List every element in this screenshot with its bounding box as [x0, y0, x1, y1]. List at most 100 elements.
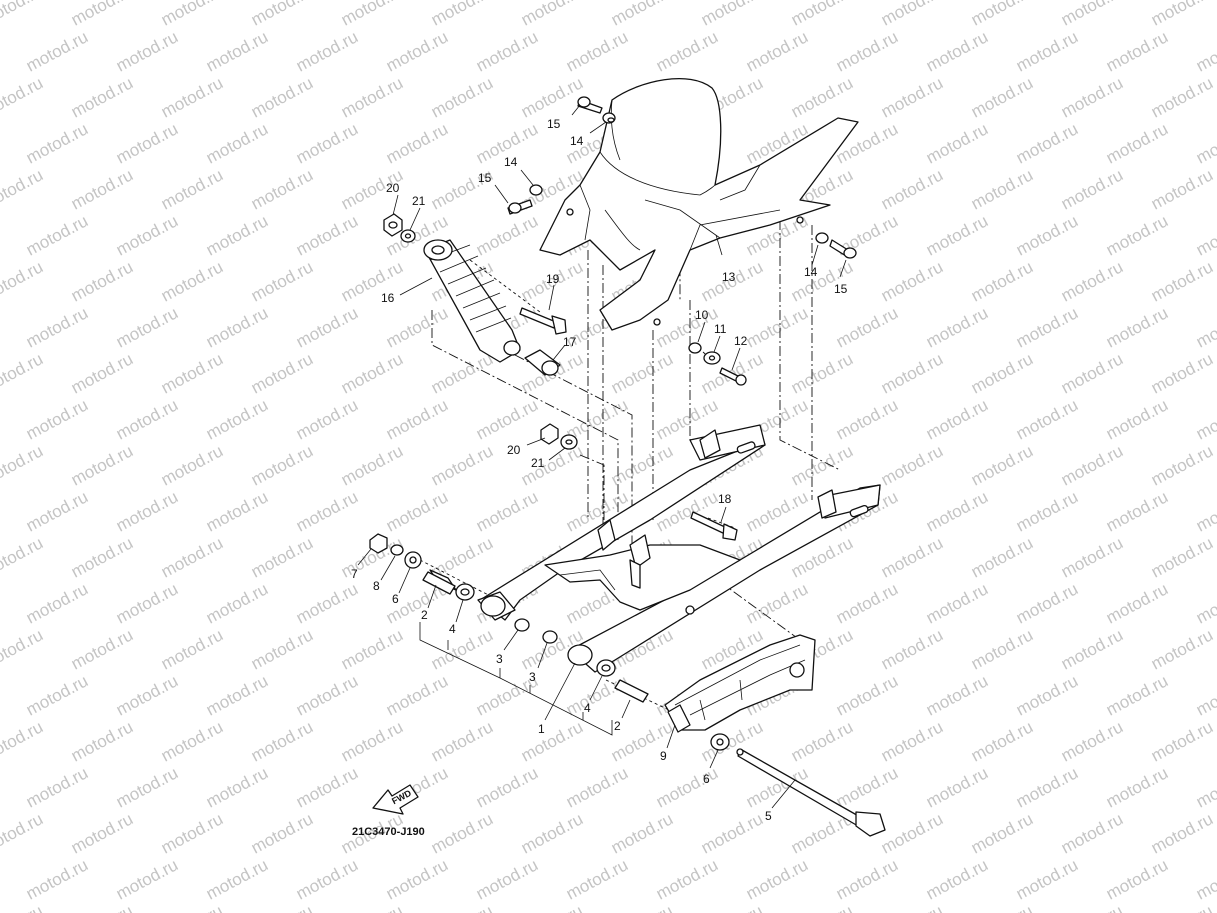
watermark-text: motod.ru	[0, 395, 1, 443]
watermark-text: motod.ru	[968, 441, 1036, 489]
watermark-text: motod.ru	[293, 303, 361, 351]
watermark-text: motod.ru	[0, 211, 1, 259]
watermark-text: motod.ru	[113, 395, 181, 443]
watermark-text: motod.ru	[0, 901, 46, 913]
watermark-text: motod.ru	[203, 27, 271, 75]
watermark-text: motod.ru	[113, 855, 181, 903]
watermark-text: motod.ru	[1193, 855, 1217, 903]
watermark-text: motod.ru	[0, 119, 1, 167]
watermark-text: motod.ru	[1058, 441, 1126, 489]
watermark-text: motod.ru	[1193, 395, 1217, 443]
watermark-text: motod.ru	[1103, 119, 1171, 167]
watermark-text: motod.ru	[1148, 533, 1216, 581]
watermark-text: motod.ru	[923, 671, 991, 719]
watermark-text: motod.ru	[68, 625, 136, 673]
watermark-text: motod.ru	[23, 119, 91, 167]
leader-lines	[357, 104, 847, 809]
watermark-text: motod.ru	[878, 809, 946, 857]
watermark-text: motod.ru	[338, 717, 406, 765]
watermark-text: motod.ru	[878, 257, 946, 305]
watermark-text: motod.ru	[698, 0, 766, 30]
watermark-text: motod.ru	[608, 349, 676, 397]
watermark-text: motod.ru	[968, 625, 1036, 673]
watermark-text: motod.ru	[203, 395, 271, 443]
watermark-text: motod.ru	[473, 855, 541, 903]
watermark-text: motod.ru	[203, 487, 271, 535]
watermark-text: motod.ru	[968, 717, 1036, 765]
callout-4a: 4	[449, 622, 456, 636]
watermark-text: motod.ru	[788, 349, 856, 397]
watermark-text: motod.ru	[743, 303, 811, 351]
chain-guide	[664, 634, 816, 733]
watermark-text: motod.ru	[1013, 671, 1081, 719]
watermark-text: motod.ru	[428, 441, 496, 489]
watermark-text: motod.ru	[158, 533, 226, 581]
watermark-text: motod.ru	[158, 901, 226, 913]
callout-15a: 15	[547, 117, 561, 131]
watermark-text: motod.ru	[23, 27, 91, 75]
watermark-text: motod.ru	[878, 533, 946, 581]
watermark-text: motod.ru	[428, 717, 496, 765]
callout-21b: 21	[531, 456, 545, 470]
watermark-text: motod.ru	[518, 0, 586, 30]
hardware	[369, 96, 857, 751]
watermark-text: motod.ru	[1148, 0, 1216, 30]
callout-17: 17	[563, 335, 577, 349]
watermark-text: motod.ru	[68, 0, 136, 30]
watermark-text: motod.ru	[113, 211, 181, 259]
watermark-text: motod.ru	[833, 303, 901, 351]
watermark-text: motod.ru	[1058, 349, 1126, 397]
watermark-text: motod.ru	[1013, 27, 1081, 75]
watermark-text: motod.ru	[1013, 855, 1081, 903]
watermark-text: motod.ru	[338, 441, 406, 489]
watermark-text: motod.ru	[158, 441, 226, 489]
callout-15c: 15	[834, 282, 848, 296]
watermark-text: motod.ru	[878, 165, 946, 213]
watermark-text: motod.ru	[878, 717, 946, 765]
callout-labels: 15 14 14 15 20 21 16 19 17 13 10 11 12 1…	[351, 117, 848, 823]
callout-8: 8	[373, 579, 380, 593]
watermark-text: motod.ru	[878, 901, 946, 913]
watermark-text: motod.ru	[1103, 487, 1171, 535]
watermark-text: motod.ru	[0, 671, 1, 719]
callout-3b: 3	[529, 670, 536, 684]
watermark-text: motod.ru	[248, 717, 316, 765]
watermark-text: motod.ru	[1058, 809, 1126, 857]
watermark-text: motod.ru	[788, 717, 856, 765]
watermark-text: motod.ru	[743, 579, 811, 627]
watermark-text: motod.ru	[383, 855, 451, 903]
watermark-text: motod.ru	[158, 625, 226, 673]
watermark-text: motod.ru	[653, 763, 721, 811]
watermark-text: motod.ru	[473, 211, 541, 259]
watermark-text: motod.ru	[23, 487, 91, 535]
watermark-text: motod.ru	[68, 809, 136, 857]
watermark-text: motod.ru	[1193, 119, 1217, 167]
callout-11: 11	[714, 322, 727, 336]
callout-7: 7	[351, 567, 358, 581]
watermark-text: motod.ru	[1013, 211, 1081, 259]
watermark-text: motod.ru	[788, 73, 856, 121]
watermark-text: motod.ru	[608, 0, 676, 30]
watermark-text: motod.ru	[203, 211, 271, 259]
watermark-text: motod.ru	[518, 901, 586, 913]
watermark-text: motod.ru	[923, 303, 991, 351]
callout-6a: 6	[392, 592, 399, 606]
watermark-text: motod.ru	[68, 901, 136, 913]
watermark-text: motod.ru	[0, 763, 1, 811]
swingarm	[477, 424, 881, 673]
watermark-text: motod.ru	[1103, 855, 1171, 903]
callout-4b: 4	[584, 701, 591, 715]
callout-19: 19	[546, 272, 560, 286]
watermark-text: motod.ru	[0, 809, 46, 857]
callout-21a: 21	[412, 194, 426, 208]
watermark-text: motod.ru	[1148, 257, 1216, 305]
watermark-text: motod.ru	[293, 579, 361, 627]
callout-3a: 3	[496, 652, 503, 666]
watermark-text: motod.ru	[518, 441, 586, 489]
callout-10: 10	[695, 308, 709, 322]
watermark-text: motod.ru	[203, 579, 271, 627]
watermark-text: motod.ru	[23, 671, 91, 719]
watermark-text: motod.ru	[923, 119, 991, 167]
watermark-text: motod.ru	[23, 211, 91, 259]
watermark-text: motod.ru	[1013, 119, 1081, 167]
